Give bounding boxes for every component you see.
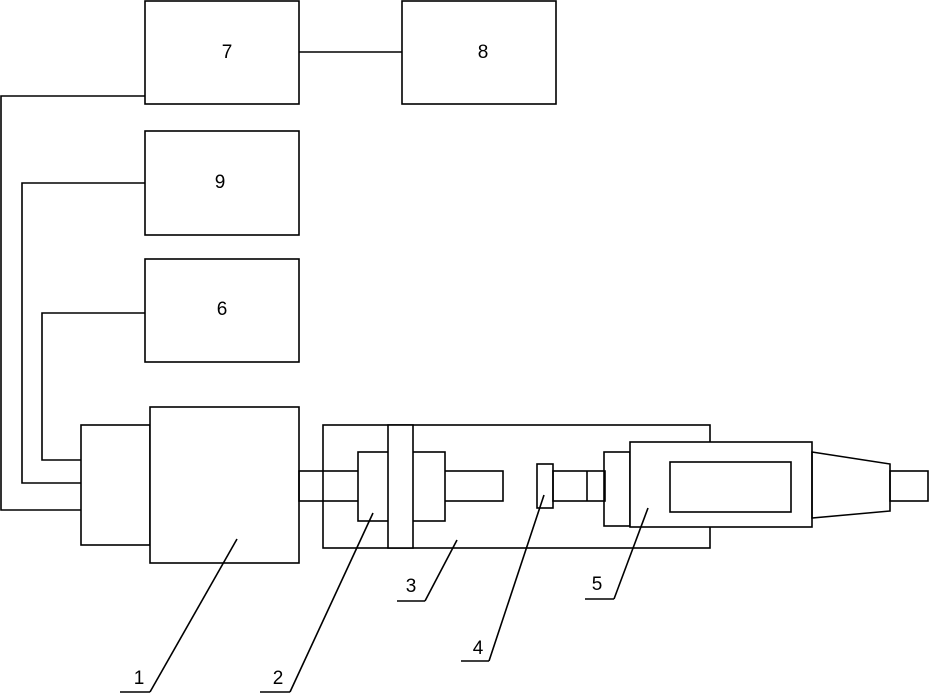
callout-4: 4 — [473, 638, 484, 659]
callout-5: 5 — [592, 574, 603, 595]
wire-9 — [21, 182, 145, 484]
leader-5 — [613, 507, 649, 600]
callout-1: 1 — [134, 668, 145, 689]
leader-4 — [488, 494, 545, 662]
spindle-taper — [811, 451, 891, 519]
spindle-collar — [603, 451, 631, 527]
block-9-label: 9 — [215, 172, 226, 193]
sensor-collar — [536, 463, 554, 509]
wire-7 — [0, 95, 145, 511]
block-8-label: 8 — [478, 42, 489, 63]
wire-6 — [41, 312, 145, 461]
callout-2: 2 — [273, 668, 284, 689]
input-shaft — [552, 470, 606, 502]
motor-connector — [80, 424, 151, 546]
spindle-tip — [889, 470, 929, 502]
leader-2 — [289, 512, 374, 693]
block-6-label: 6 — [217, 299, 228, 320]
housing-window — [669, 461, 792, 513]
callout-3: 3 — [406, 576, 417, 597]
motor-body — [149, 406, 300, 564]
leader-1 — [149, 538, 238, 693]
spindle-housing — [629, 441, 813, 528]
block-7-label: 7 — [222, 42, 233, 63]
leader-3 — [424, 539, 458, 602]
block-6 — [144, 258, 300, 363]
coupling-flange — [387, 424, 414, 549]
